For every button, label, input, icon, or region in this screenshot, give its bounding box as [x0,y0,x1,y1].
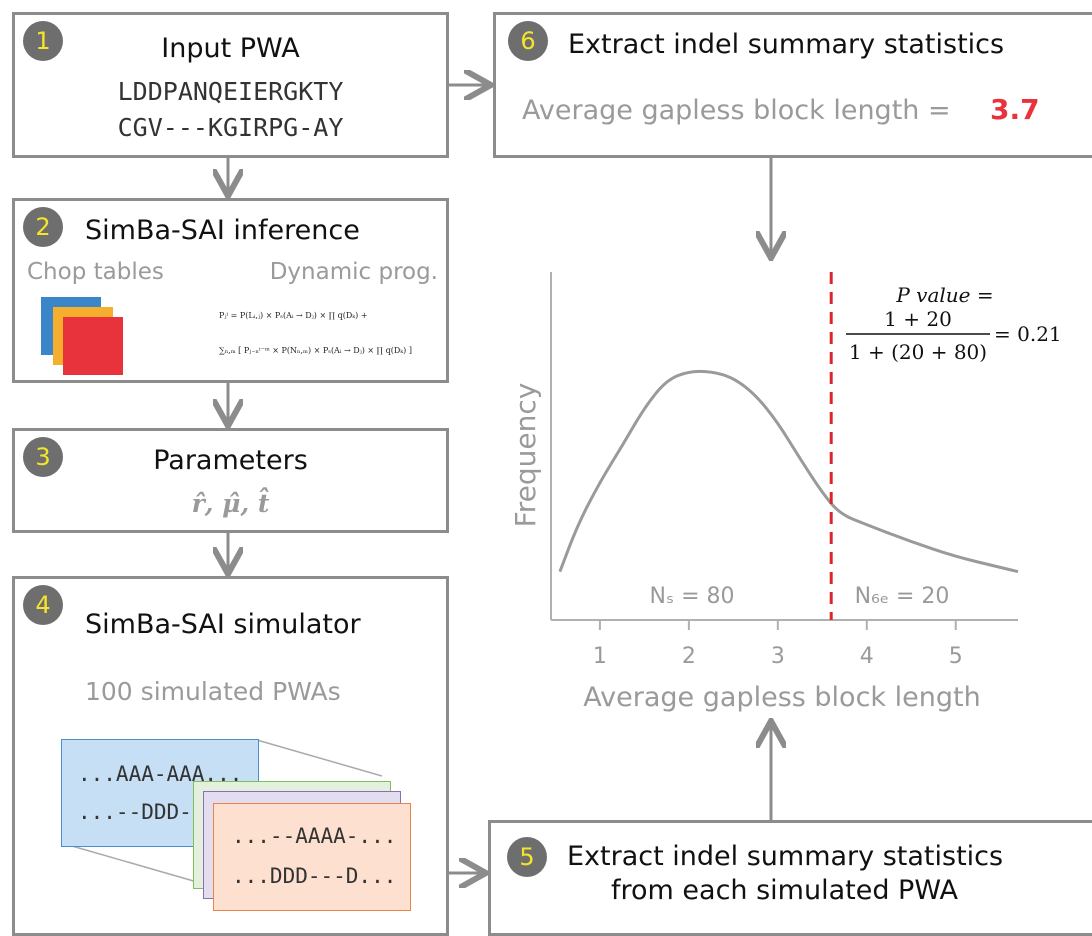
chop-tables-label: Chop tables [27,259,164,285]
stack-perspective-lines [71,739,383,883]
step-6-title: Extract indel summary statistics [568,29,1005,60]
observed-statistic-label: Average gapless block length = [522,95,951,126]
parameter-estimates: r̂, μ̂, t̂ [191,489,270,518]
step-2-inference-box: 2 SimBa-SAI inference Chop tables Dynami… [12,198,449,383]
back-alignment-row-1: ...--AAAA-... [232,824,397,848]
simulated-pwas-count: 100 simulated PWAs [85,677,341,706]
step-3-badge: 3 [23,437,63,477]
step-1-title: Input PWA [161,33,300,64]
simulated-pwa-card-orange: ...--AAAA-... ...DDD---D... [213,803,411,911]
step-6-badge: 6 [508,21,548,61]
step-4-title: SimBa-SAI simulator [85,609,361,640]
step-1-sequence-2: CGV---KGIRPG-AY [117,113,344,142]
step-5-badge: 5 [507,837,547,877]
step-2-title: SimBa-SAI inference [85,215,360,246]
step-1-input-pwa-box: 1 Input PWA LDDPANQEIERGKTY CGV---KGIRPG… [12,12,449,158]
dynamic-prog-formula-line-2: ∑ₙ,ₘ [ Pⱼ₋ₙⁱ⁻ᵐ × P(Nₙ,ₘ) × Pₛ(Aᵢ → Dⱼ) ×… [219,346,412,355]
step-3-title: Parameters [153,445,308,476]
step-3-parameters-box: 3 Parameters r̂, μ̂, t̂ [12,428,449,533]
step-4-simulator-box: 4 SimBa-SAI simulator 100 simulated PWAs… [12,576,449,936]
step-5-line-1: Extract indel summary statistics [567,841,1004,872]
step-6-extract-box: 6 Extract indel summary statistics Avera… [493,12,1092,158]
chop-table-red-square [63,317,123,375]
step-4-badge: 4 [23,585,63,625]
back-alignment-row-2: ...DDD---D... [232,864,397,888]
dynamic-prog-formula-line-1: Pⱼⁱ = P(Lᵢ,ⱼ) × Pₛ(Aᵢ → Dⱼ) × ∏ q(Dₖ) + [219,311,368,320]
step-1-sequence-1: LDDPANQEIERGKTY [117,77,344,106]
step-2-badge: 2 [23,207,63,247]
dynamic-prog-label: Dynamic prog. [269,259,438,285]
step-5-line-2: from each simulated PWA [611,875,959,906]
observed-statistic-value: 3.7 [990,93,1040,126]
step-1-badge: 1 [23,21,63,61]
step-5-extract-box: 5 Extract indel summary statistics from … [488,820,1092,936]
